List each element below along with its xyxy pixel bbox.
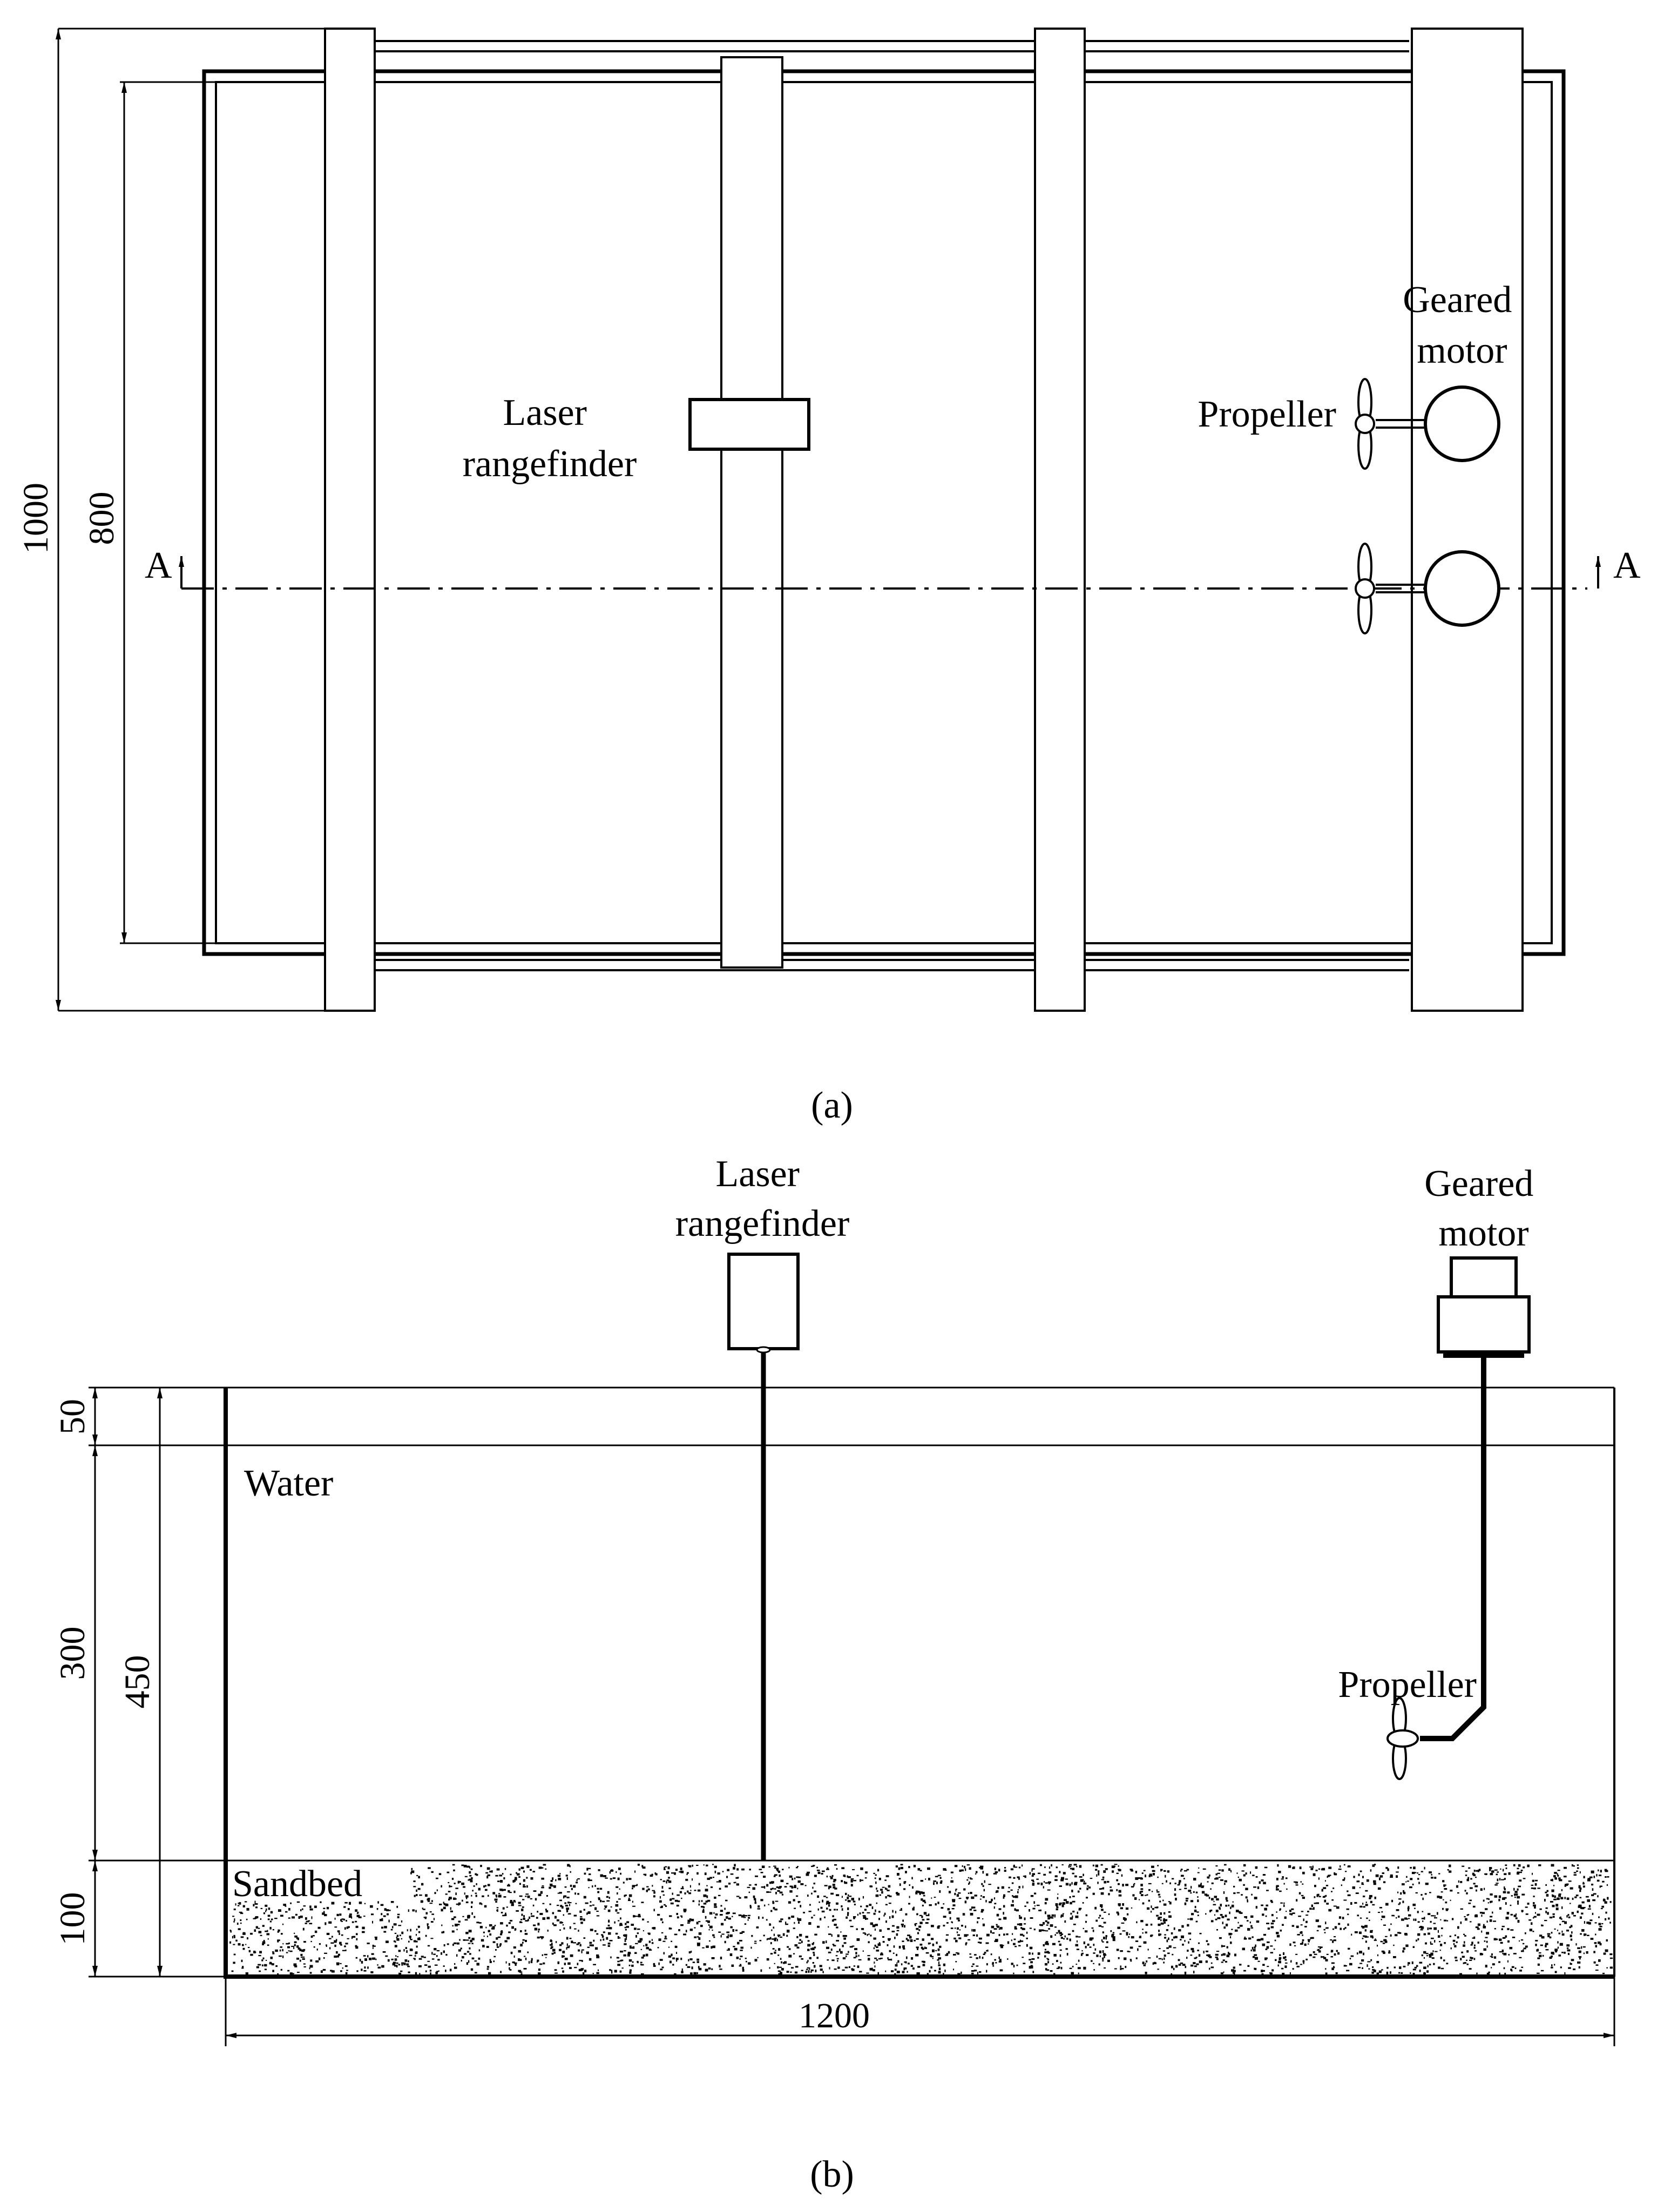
sandbed-texture: [229, 1864, 1613, 1976]
laser-label-top: Laser rangefinder: [463, 392, 637, 485]
dimension-lines-side: [89, 1386, 1615, 2046]
dim-inner-label: 800: [82, 492, 121, 545]
propeller-side: [1386, 1697, 1419, 1780]
water-label: Water: [244, 1463, 333, 1504]
laser-rangefinder-top: [688, 398, 810, 451]
propeller-2-top: [1355, 543, 1425, 634]
laser-rangefinder-side: [727, 1253, 800, 1350]
dim-sand-label: 100: [53, 1892, 92, 1946]
beam-middle: [720, 56, 783, 969]
propeller-1-top: [1355, 378, 1425, 470]
laser-lens: [756, 1346, 771, 1354]
tank-outline-top: [202, 69, 1566, 956]
section-arrows: [179, 556, 1601, 588]
beam-right: [1034, 28, 1086, 1012]
geared-motor-1-top: [1424, 385, 1500, 462]
propeller-label-top: Propeller: [1198, 394, 1336, 435]
beam-motor: [1411, 28, 1524, 1012]
section-marker-left: A: [145, 545, 172, 586]
laser-label-side: Laser rangefinder: [675, 1153, 850, 1244]
dim-total-height-label: 450: [118, 1655, 157, 1709]
sandbed: [226, 1861, 1614, 1977]
rails: [373, 40, 1409, 971]
propeller-shaft: [1420, 1356, 1486, 1741]
caption-b: (b): [810, 2154, 854, 2195]
dimension-lines-top: [56, 28, 325, 1012]
geared-motor-2-top: [1424, 550, 1500, 627]
top-view: A A Laser rangefinder Geared motor: [16, 28, 1641, 1126]
beam-left: [324, 28, 376, 1012]
section-view: Water Sandbed Laser rangefinder Geared m…: [53, 1153, 1615, 2195]
dim-water-label: 300: [53, 1627, 92, 1680]
section-marker-right: A: [1613, 545, 1641, 586]
geared-motor-label-side: Geared motor: [1424, 1163, 1543, 1254]
geared-motor-label-top: Geared motor: [1403, 279, 1521, 371]
geared-motor-side: [1437, 1256, 1531, 1358]
sandbed-label: Sandbed: [232, 1863, 362, 1905]
propeller-label-side: Propeller: [1338, 1664, 1477, 1706]
dim-length-label: 1200: [799, 1996, 870, 2035]
caption-a: (a): [811, 1085, 853, 1126]
dim-outer-label: 1000: [16, 483, 56, 554]
cross-beams: [324, 28, 1524, 1012]
dim-freeboard-label: 50: [53, 1399, 92, 1435]
